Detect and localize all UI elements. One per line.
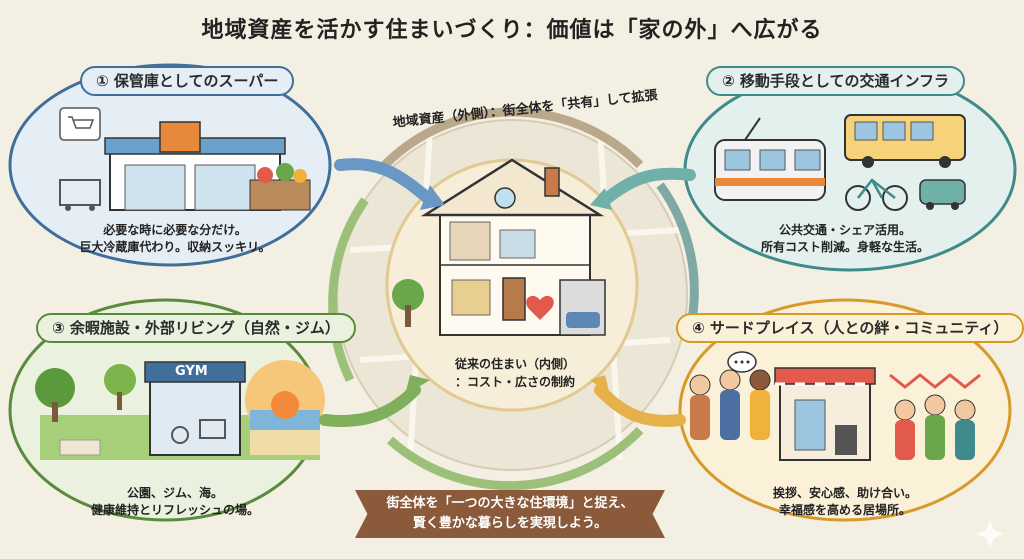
- bunting: [889, 373, 981, 389]
- node-desc-line: 巨大冷蔵庫代わり。収納スッキリ。: [79, 240, 271, 254]
- train-illustration: [714, 117, 826, 201]
- node-desc-leisure: 公園、ジム、海。 健康維持とリフレッシュの場。: [60, 485, 290, 519]
- banner-line2: 賢く豊かな暮らしを実現しよう。: [412, 516, 608, 531]
- bicycle-icon: [845, 178, 908, 211]
- ring-arrow-bottom: [387, 426, 644, 491]
- page-title: 地域資産を活かす住まいづくり：価値は「家の外」へ広がる: [201, 18, 823, 43]
- center-label-line2: ：コスト・広さの制約: [454, 375, 575, 389]
- beach-illustration: [245, 360, 325, 455]
- gym-illustration: [144, 361, 246, 456]
- node-desc-line: 挨拶、安心感、助け合い。: [772, 486, 917, 500]
- node-desc-line: 公共交通・シェア活用。: [778, 223, 911, 237]
- cafe-illustration: [774, 367, 876, 461]
- node-desc-line: 所有コスト削減。身軽な生活。: [760, 240, 929, 254]
- node-tag-leisure: ③ 余暇施設・外部リビング（自然・ジム）: [36, 313, 356, 343]
- arrow-supermarket-to-home: [334, 158, 436, 206]
- car-icon: [919, 179, 966, 210]
- node-desc-transport: 公共交通・シェア活用。 所有コスト削減。身軽な生活。: [730, 222, 960, 256]
- people-illustration: [689, 369, 976, 460]
- node-desc-supermarket: 必要な時に必要な分だけ。 巨大冷蔵庫代わり。収納スッキリ。: [60, 222, 290, 256]
- node-tag-supermarket: ① 保管庫としてのスーパー: [80, 66, 295, 96]
- arrow-leisure-to-home: [319, 384, 421, 427]
- center-label-line1: 従来の住まい（内側）: [454, 357, 575, 371]
- center-label: 従来の住まい（内側） ：コスト・広さの制約: [430, 355, 600, 391]
- node-tag-thirdplace: ④ サードプレイス（人との絆・コミュニティ）: [676, 313, 1024, 343]
- node-tag-transport: ② 移動手段としての交通インフラ: [706, 66, 966, 96]
- node-desc-line: 必要な時に必要な分だけ。: [103, 223, 247, 237]
- node-desc-line: 公園、ジム、海。: [126, 486, 223, 500]
- supermarket-illustration: [59, 121, 311, 211]
- speech-bubble-icon: [727, 351, 757, 373]
- ring-arrow-top: [376, 107, 644, 174]
- node-desc-line: 健康維持とリフレッシュの場。: [90, 503, 259, 517]
- banner-line1: 街全体を「一つの大きな住環境」と捉え、: [386, 496, 634, 511]
- arrow-transport-to-home: [599, 167, 696, 206]
- bottom-banner: 街全体を「一つの大きな住環境」と捉え、 賢く豊かな暮らしを実現しよう。: [355, 490, 665, 538]
- sparkle-icon: [976, 520, 1004, 548]
- ring-arrow-right: [656, 182, 699, 331]
- bus-illustration: [844, 114, 966, 168]
- node-desc-thirdplace: 挨拶、安心感、助け合い。 幸福感を高める居場所。: [730, 485, 960, 519]
- ring-arrow-left: [328, 197, 369, 382]
- node-desc-line: 幸福感を高める居場所。: [778, 503, 911, 517]
- gym-sign: GYM: [175, 364, 208, 379]
- cart-icon: [59, 107, 101, 141]
- arrow-thirdplace-to-home: [594, 384, 686, 427]
- house-illustration: [420, 158, 606, 336]
